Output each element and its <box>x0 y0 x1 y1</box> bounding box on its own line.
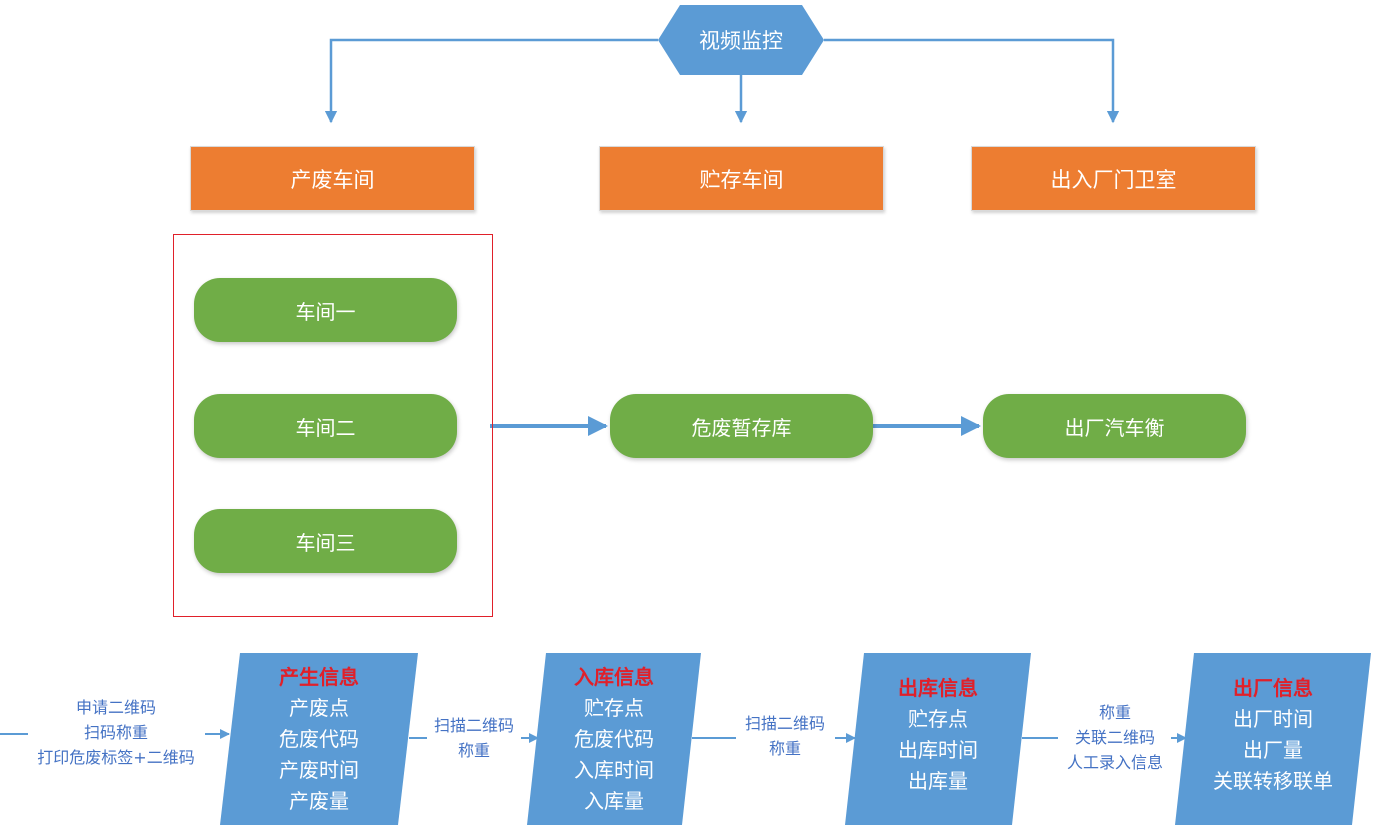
monitor-label: 视频监控 <box>699 29 783 53</box>
monitor-to-gate-connector <box>824 38 1120 124</box>
exit-scale-node: 出厂汽车衡 <box>983 394 1246 458</box>
flow-node-label: 危废暂存库 <box>691 415 792 440</box>
info-shape-1 <box>220 653 418 825</box>
flow-node-label: 出厂汽车衡 <box>1064 415 1165 440</box>
info-shape-4 <box>1175 653 1371 825</box>
info-line: 关联转移联单 <box>1213 769 1333 793</box>
info-step-exit: 出厂信息 出厂时间 出厂量 关联转移联单 <box>1182 660 1364 810</box>
info-line: 危废代码 <box>279 726 359 751</box>
workshop-label: 车间一 <box>295 299 356 324</box>
area-label: 贮存车间 <box>699 167 784 192</box>
info-shape-3 <box>845 653 1031 825</box>
info-title: 产生信息 <box>279 664 359 689</box>
info-line: 产废点 <box>289 695 349 720</box>
info-line: 产废量 <box>289 788 349 813</box>
transition-line: 扫描二维码 <box>433 716 514 735</box>
workshop-node-3: 车间三 <box>194 509 457 573</box>
info-line: 出库时间 <box>898 738 978 762</box>
info-line: 入库量 <box>584 788 644 813</box>
area-storage-workshop: 贮存车间 <box>599 146 884 211</box>
info-line: 出厂量 <box>1243 738 1303 762</box>
info-line: 出库量 <box>908 769 968 793</box>
area-gate-guardroom: 出入厂门卫室 <box>971 146 1256 211</box>
workshop-group-frame <box>173 234 493 617</box>
info-line: 入库时间 <box>574 757 654 782</box>
workshop-label: 车间三 <box>295 530 356 555</box>
transition-label-0: 申请二维码 扫码称重 打印危废标签+二维码 <box>20 694 212 770</box>
transition-line: 打印危废标签+二维码 <box>37 747 195 767</box>
transition-line: 称重 <box>457 741 490 760</box>
monitor-node: 视频监控 <box>658 5 824 75</box>
area-label: 出入厂门卫室 <box>1050 167 1177 192</box>
area-label: 产废车间 <box>290 167 375 192</box>
info-title: 出厂信息 <box>1233 676 1313 700</box>
transition-label-1: 扫描二维码 称重 <box>418 713 530 763</box>
monitor-shape <box>658 5 824 75</box>
transition-line: 扫描二维码 <box>744 714 825 733</box>
workshop-label: 车间二 <box>295 415 356 440</box>
transition-label-3: 称重 关联二维码 人工录入信息 <box>1050 699 1180 775</box>
info-line: 产废时间 <box>279 757 359 782</box>
info-title: 出库信息 <box>898 676 978 700</box>
info-step-outbound: 出库信息 贮存点 出库时间 出库量 <box>852 660 1024 810</box>
info-line: 贮存点 <box>584 695 644 720</box>
info-line: 贮存点 <box>908 707 968 731</box>
transition-line: 人工录入信息 <box>1066 752 1163 772</box>
temporary-storage-node: 危废暂存库 <box>610 394 873 458</box>
transition-line: 称重 <box>1098 702 1131 722</box>
info-step-warehousing: 入库信息 贮存点 危废代码 入库时间 入库量 <box>534 653 694 825</box>
info-shape-2 <box>527 653 701 825</box>
workshop-node-1: 车间一 <box>194 278 457 342</box>
info-line: 危废代码 <box>574 726 654 751</box>
info-title: 入库信息 <box>574 664 654 689</box>
info-line: 出厂时间 <box>1233 707 1313 731</box>
workshop-node-2: 车间二 <box>194 394 457 458</box>
transition-line: 扫码称重 <box>83 722 148 742</box>
area-production-workshop: 产废车间 <box>190 146 475 211</box>
transition-line: 申请二维码 <box>75 697 156 717</box>
info-step-generation: 产生信息 产废点 危废代码 产废时间 产废量 <box>228 653 410 825</box>
monitor-to-production-connector <box>324 38 658 124</box>
transition-line: 称重 <box>768 739 801 758</box>
transition-label-2: 扫描二维码 称重 <box>728 711 842 761</box>
transition-line: 关联二维码 <box>1074 727 1155 747</box>
